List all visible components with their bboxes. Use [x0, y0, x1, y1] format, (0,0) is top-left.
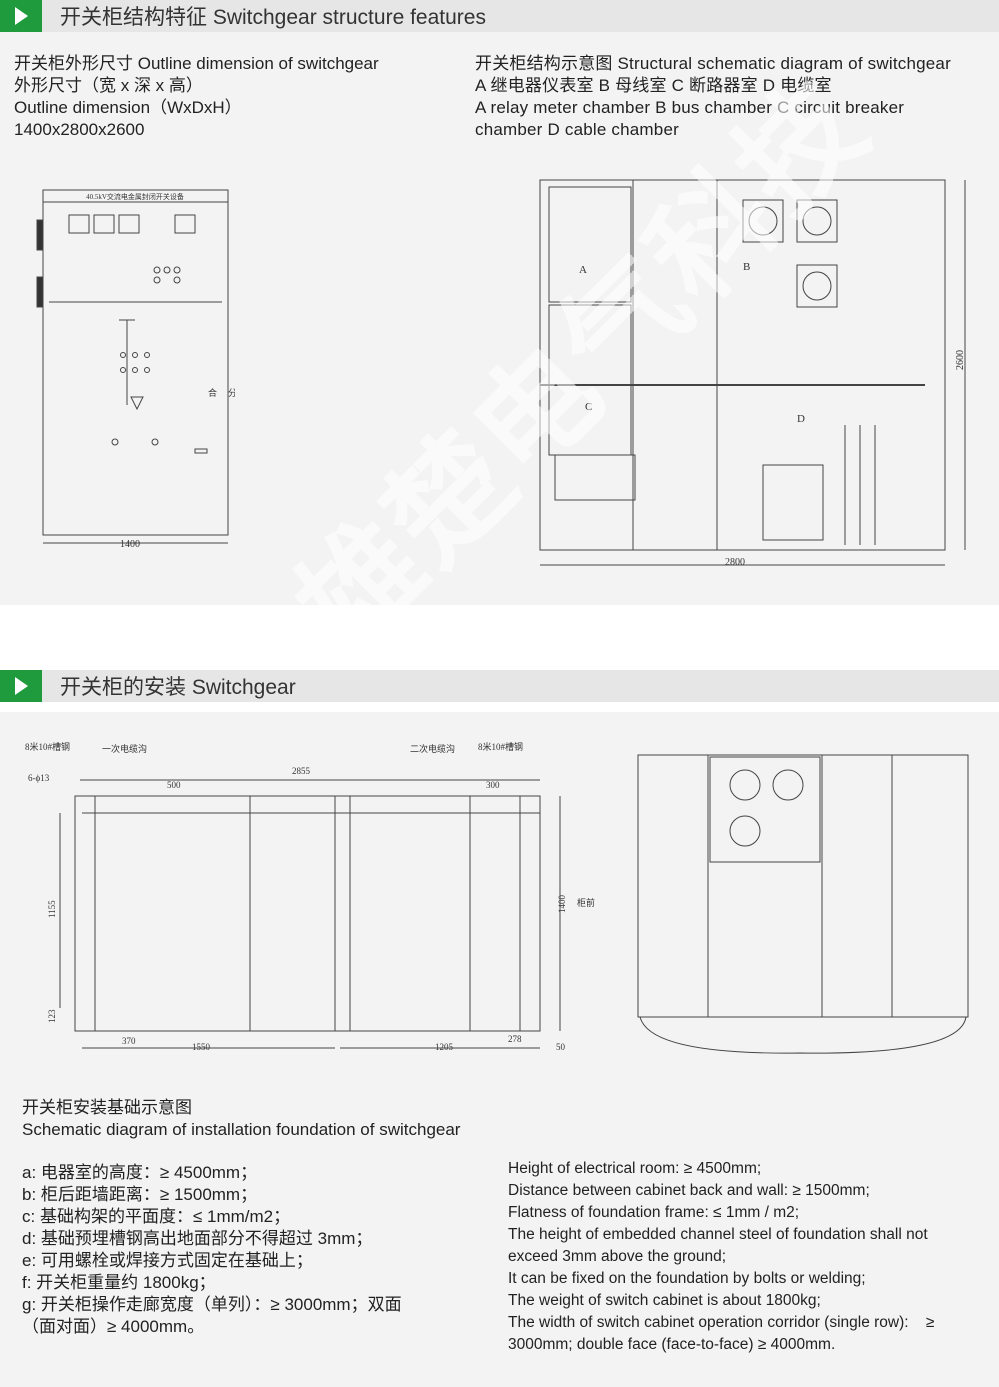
list-item: 3000mm; double face (face-to-face) ≥ 400… — [508, 1336, 836, 1353]
label-b: B — [743, 261, 750, 273]
width-dim: 1400 — [120, 539, 140, 550]
height-dim: 2600 — [955, 350, 966, 370]
line: 1400x2800x2600 — [14, 120, 145, 139]
secondary-trench-label: 二次电缆沟 — [410, 743, 455, 754]
list-item: The width of switch cabinet operation co… — [508, 1314, 935, 1331]
dim: 370 — [122, 1036, 136, 1046]
list-item: f: 开关柜重量约 1800kg； — [22, 1273, 216, 1292]
list-item: d: 基础预埋槽钢高出地面部分不得超过 3mm； — [22, 1229, 373, 1248]
section-title: 开关柜的安装 Switchgear — [60, 676, 296, 699]
list-item: （面对面）≥ 4000mm。 — [22, 1317, 205, 1336]
dim: 123 — [47, 1009, 57, 1023]
line: Outline dimension（WxDxH） — [14, 98, 242, 117]
list-item: It can be fixed on the foundation by bol… — [508, 1270, 866, 1287]
line: 开关柜外形尺寸 Outline dimension of switchgear — [14, 54, 379, 73]
dim: 1550 — [192, 1042, 211, 1052]
list-item: c: 基础构架的平面度：≤ 1mm/m2； — [22, 1207, 291, 1226]
requirements-cn: a: 电器室的高度：≥ 4500mm； b: 柜后距墙距离：≥ 1500mm； … — [22, 1162, 402, 1338]
line: chamber D cable chamber — [475, 120, 679, 139]
list-item: g: 开关柜操作走廊宽度（单列）：≥ 3000mm；双面 — [22, 1295, 402, 1314]
dim: 1205 — [435, 1042, 454, 1052]
side-view-drawing: A B C D 2800 2600 — [539, 179, 966, 568]
list-item: Flatness of foundation frame: ≤ 1mm / m2… — [508, 1204, 800, 1221]
structure-panel — [0, 30, 999, 605]
list-item: Distance between cabinet back and wall: … — [508, 1182, 870, 1199]
dim: 278 — [508, 1034, 522, 1044]
dim: 50 — [556, 1042, 566, 1052]
holes-label: 6-ϕ13 — [28, 773, 50, 783]
list-item: Height of electrical room: ≥ 4500mm; — [508, 1160, 762, 1177]
dim: 500 — [167, 780, 181, 790]
outline-dimension-text: 开关柜外形尺寸 Outline dimension of switchgear … — [14, 53, 379, 141]
primary-trench-label: 一次电缆沟 — [102, 743, 147, 754]
nameplate-text: 40.5kV交流电金属封闭开关设备 — [86, 192, 184, 201]
label-d: D — [797, 413, 805, 425]
schematic-text: 开关柜结构示意图 Structural schematic diagram of… — [475, 53, 951, 141]
depth-dim: 2800 — [725, 557, 745, 568]
installed-cabinet-drawing — [637, 754, 969, 1054]
channel-left-label: 8米10#槽钢 — [25, 741, 70, 752]
play-arrow-icon — [0, 0, 42, 32]
install-panel — [0, 712, 999, 1387]
line: A 继电器仪表室 B 母线室 C 断路器室 D 电缆室 — [475, 76, 832, 95]
section-header-structure: 开关柜结构特征 Switchgear structure features — [0, 0, 999, 32]
list-item: b: 柜后距墙距离：≥ 1500mm； — [22, 1185, 258, 1204]
front-view-drawing: 40.5kV交流电金属封闭开关设备 合 分 1400 — [36, 189, 235, 550]
channel-right-label: 8米10#槽钢 — [478, 741, 523, 752]
section-header-installation: 开关柜的安装 Switchgear — [0, 670, 999, 702]
caption-en: Schematic diagram of installation founda… — [22, 1120, 461, 1139]
list-item: The height of embedded channel steel of … — [508, 1226, 928, 1243]
label-c: C — [585, 401, 592, 413]
dim: 300 — [486, 780, 500, 790]
list-item: The weight of switch cabinet is about 18… — [508, 1292, 821, 1309]
foundation-caption: 开关柜安装基础示意图 Schematic diagram of installa… — [22, 1097, 460, 1141]
foundation-plan-drawing: 8米10#槽钢 一次电缆沟 二次电缆沟 8米10#槽钢 6-ϕ13 2855 5… — [25, 741, 595, 1052]
section-title: 开关柜结构特征 Switchgear structure features — [60, 6, 486, 29]
line: 外形尺寸（宽 x 深 x 高） — [14, 76, 203, 95]
label-a: A — [579, 264, 587, 276]
close-label: 合 — [208, 387, 217, 398]
list-item: exceed 3mm above the ground; — [508, 1248, 726, 1265]
list-item: e: 可用螺栓或焊接方式固定在基础上； — [22, 1251, 313, 1270]
list-item: a: 电器室的高度：≥ 4500mm； — [22, 1163, 258, 1182]
dim: 1155 — [47, 900, 57, 918]
dim: 1400 — [557, 895, 567, 914]
open-label: 分 — [228, 388, 235, 398]
front-label: 柜前 — [577, 897, 595, 908]
dim: 2855 — [292, 766, 311, 776]
requirements-en: Height of electrical room: ≥ 4500mm; Dis… — [508, 1158, 983, 1356]
line: A relay meter chamber B bus chamber C ci… — [475, 98, 905, 117]
caption-cn: 开关柜安装基础示意图 — [22, 1098, 192, 1117]
play-arrow-icon — [0, 670, 42, 702]
line: 开关柜结构示意图 Structural schematic diagram of… — [475, 54, 951, 73]
